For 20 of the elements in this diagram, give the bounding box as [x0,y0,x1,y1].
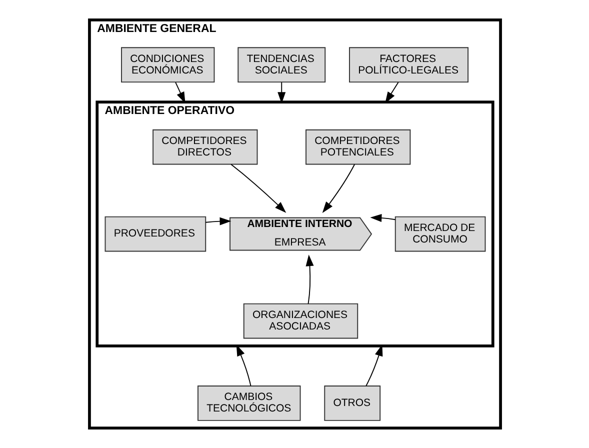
arrow [305,254,314,304]
arrow [174,82,185,104]
node-box: PROVEEDORES [104,216,206,252]
arrow [277,82,286,104]
node-box: FACTORES POLÍTICO-LEGALES [348,47,468,83]
arrow [384,82,398,104]
node-box: OTROS [324,386,380,421]
arrow [370,214,396,222]
node-box: ORGANIZACIONES ASOCIADAS [242,303,358,339]
node-box: CONDICIONES ECONÓMICAS [120,47,214,83]
arrow [236,344,251,386]
arrow [322,164,355,214]
node-box: TENDENCIAS SOCIALES [237,47,326,83]
arrow [204,217,231,226]
node-box: MERCADO DE CONSUMO [394,216,486,252]
node-box: COMPETIDORES DIRECTOS [152,129,258,165]
node-box: CAMBIOS TECNOLÓGICOS [197,386,300,421]
arrow [365,344,382,386]
node-box: COMPETIDORES POTENCIALES [305,129,410,165]
arrow [230,164,286,213]
